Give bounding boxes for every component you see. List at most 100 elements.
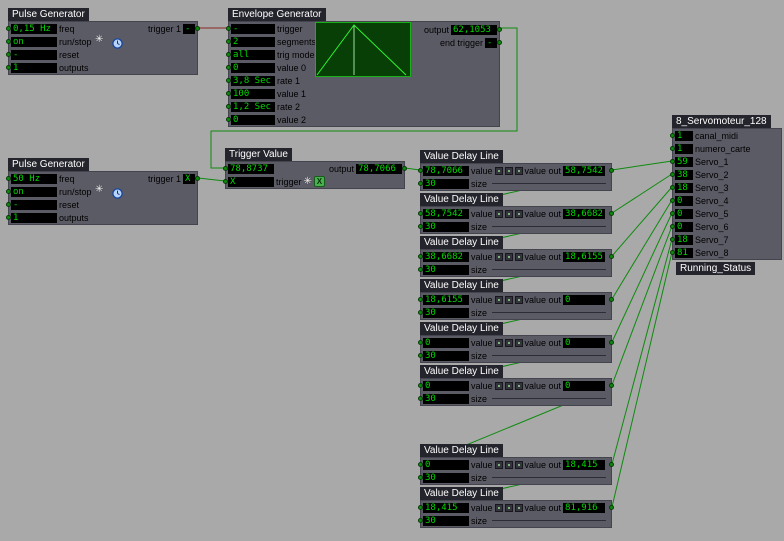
value-output-port[interactable] (609, 383, 614, 388)
numero-carte-field[interactable]: 1 (675, 143, 693, 154)
input-port[interactable] (670, 133, 675, 138)
input-port[interactable] (670, 237, 675, 242)
size-input-port[interactable] (418, 181, 423, 186)
module-title[interactable]: Value Delay Line (420, 444, 503, 457)
reset-field[interactable]: - (11, 49, 57, 60)
value-out-field[interactable]: 18,6155 (563, 251, 606, 262)
outputs-field[interactable]: 1 (11, 62, 57, 73)
freq-field[interactable]: 50 Hz (11, 173, 57, 184)
delay-option-button[interactable] (494, 295, 503, 304)
delay-option-button[interactable] (494, 166, 503, 175)
runstop-field[interactable]: on (11, 186, 57, 197)
value-in-field[interactable]: 58,7542 (423, 208, 469, 219)
delay-option-button[interactable] (514, 338, 523, 347)
delay-option-button[interactable] (504, 166, 513, 175)
input-port[interactable] (670, 172, 675, 177)
input-port[interactable] (670, 198, 675, 203)
size-slider[interactable] (492, 520, 606, 521)
module-title[interactable]: Trigger Value (225, 148, 292, 161)
input-port[interactable] (6, 202, 11, 207)
size-field[interactable]: 30 (423, 221, 469, 232)
delay-option-button[interactable] (504, 295, 513, 304)
size-input-port[interactable] (418, 396, 423, 401)
value-out-field[interactable]: 58,7542 (563, 165, 606, 176)
delay-option-button[interactable] (504, 338, 513, 347)
input-port[interactable] (6, 176, 11, 181)
size-field[interactable]: 30 (423, 472, 469, 483)
delay-option-button[interactable] (494, 460, 503, 469)
value-out-field[interactable]: 38,6682 (563, 208, 606, 219)
value-in-field[interactable]: 78,7066 (423, 165, 469, 176)
module-title[interactable]: Value Delay Line (420, 193, 503, 206)
size-input-port[interactable] (418, 267, 423, 272)
input-port[interactable] (226, 65, 231, 70)
input-port[interactable] (6, 189, 11, 194)
value-input-port[interactable] (418, 297, 423, 302)
value-out-field[interactable]: 0 (563, 380, 606, 391)
delay-option-button[interactable] (514, 252, 523, 261)
outputs-field[interactable]: 1 (11, 212, 57, 223)
input-port[interactable] (6, 39, 11, 44)
size-field[interactable]: 30 (423, 178, 469, 189)
output-field[interactable]: 78,7066 (356, 163, 402, 174)
delay-option-button[interactable] (494, 209, 503, 218)
size-field[interactable]: 30 (423, 350, 469, 361)
value-out-field[interactable]: 18,415 (563, 459, 606, 470)
input-port[interactable] (670, 185, 675, 190)
value-input-port[interactable] (418, 462, 423, 467)
delay-option-button[interactable] (514, 295, 523, 304)
module-title[interactable]: Value Delay Line (420, 236, 503, 249)
canal-midi-field[interactable]: 1 (675, 130, 693, 141)
output-port[interactable] (497, 27, 502, 32)
input-port[interactable] (226, 52, 231, 57)
servo-4-field[interactable]: 0 (675, 195, 693, 206)
size-input-port[interactable] (418, 475, 423, 480)
value-input-port[interactable] (418, 383, 423, 388)
output-field[interactable]: 62,1053 (451, 24, 497, 35)
value-in-field[interactable]: 0 (423, 380, 469, 391)
module-title[interactable]: Envelope Generator (228, 8, 326, 21)
input-port[interactable] (226, 78, 231, 83)
module-title[interactable]: Pulse Generator (8, 158, 89, 171)
servo-5-field[interactable]: 0 (675, 208, 693, 219)
value-input-port[interactable] (418, 340, 423, 345)
segments-field[interactable]: 2 (231, 36, 275, 47)
size-field[interactable]: 30 (423, 393, 469, 404)
module-title[interactable]: Value Delay Line (420, 150, 503, 163)
trigger-field[interactable]: - (183, 23, 195, 34)
delay-option-button[interactable] (494, 381, 503, 390)
input-port[interactable] (226, 26, 231, 31)
envelope-display[interactable] (315, 22, 411, 77)
value-output-port[interactable] (609, 254, 614, 259)
value-input-port[interactable] (223, 166, 228, 171)
delay-option-button[interactable] (494, 338, 503, 347)
value-field[interactable]: 78,8737 (228, 163, 274, 174)
input-port[interactable] (226, 39, 231, 44)
size-slider[interactable] (492, 355, 606, 356)
value1-field[interactable]: 100 (231, 88, 275, 99)
trigger-output-port[interactable] (195, 26, 200, 31)
value-out-field[interactable]: 0 (563, 294, 606, 305)
rate1-field[interactable]: 3,8 Sec (231, 75, 275, 86)
trigger-field[interactable]: - (231, 23, 275, 34)
size-slider[interactable] (492, 477, 606, 478)
module-title[interactable]: 8_Servomoteur_128 (672, 115, 771, 128)
delay-option-button[interactable] (504, 460, 513, 469)
delay-option-button[interactable] (494, 503, 503, 512)
input-port[interactable] (6, 215, 11, 220)
module-title[interactable]: Value Delay Line (420, 279, 503, 292)
input-port[interactable] (6, 26, 11, 31)
module-title[interactable]: Value Delay Line (420, 322, 503, 335)
runstop-field[interactable]: on (11, 36, 57, 47)
value-output-port[interactable] (609, 168, 614, 173)
input-port[interactable] (226, 91, 231, 96)
input-port[interactable] (670, 250, 675, 255)
value-output-port[interactable] (609, 505, 614, 510)
module-title[interactable]: Pulse Generator (8, 8, 89, 21)
size-field[interactable]: 30 (423, 264, 469, 275)
servo-3-field[interactable]: 18 (675, 182, 693, 193)
module-title[interactable]: Value Delay Line (420, 365, 503, 378)
value-in-field[interactable]: 38,6682 (423, 251, 469, 262)
delay-option-button[interactable] (504, 252, 513, 261)
servo-6-field[interactable]: 0 (675, 221, 693, 232)
